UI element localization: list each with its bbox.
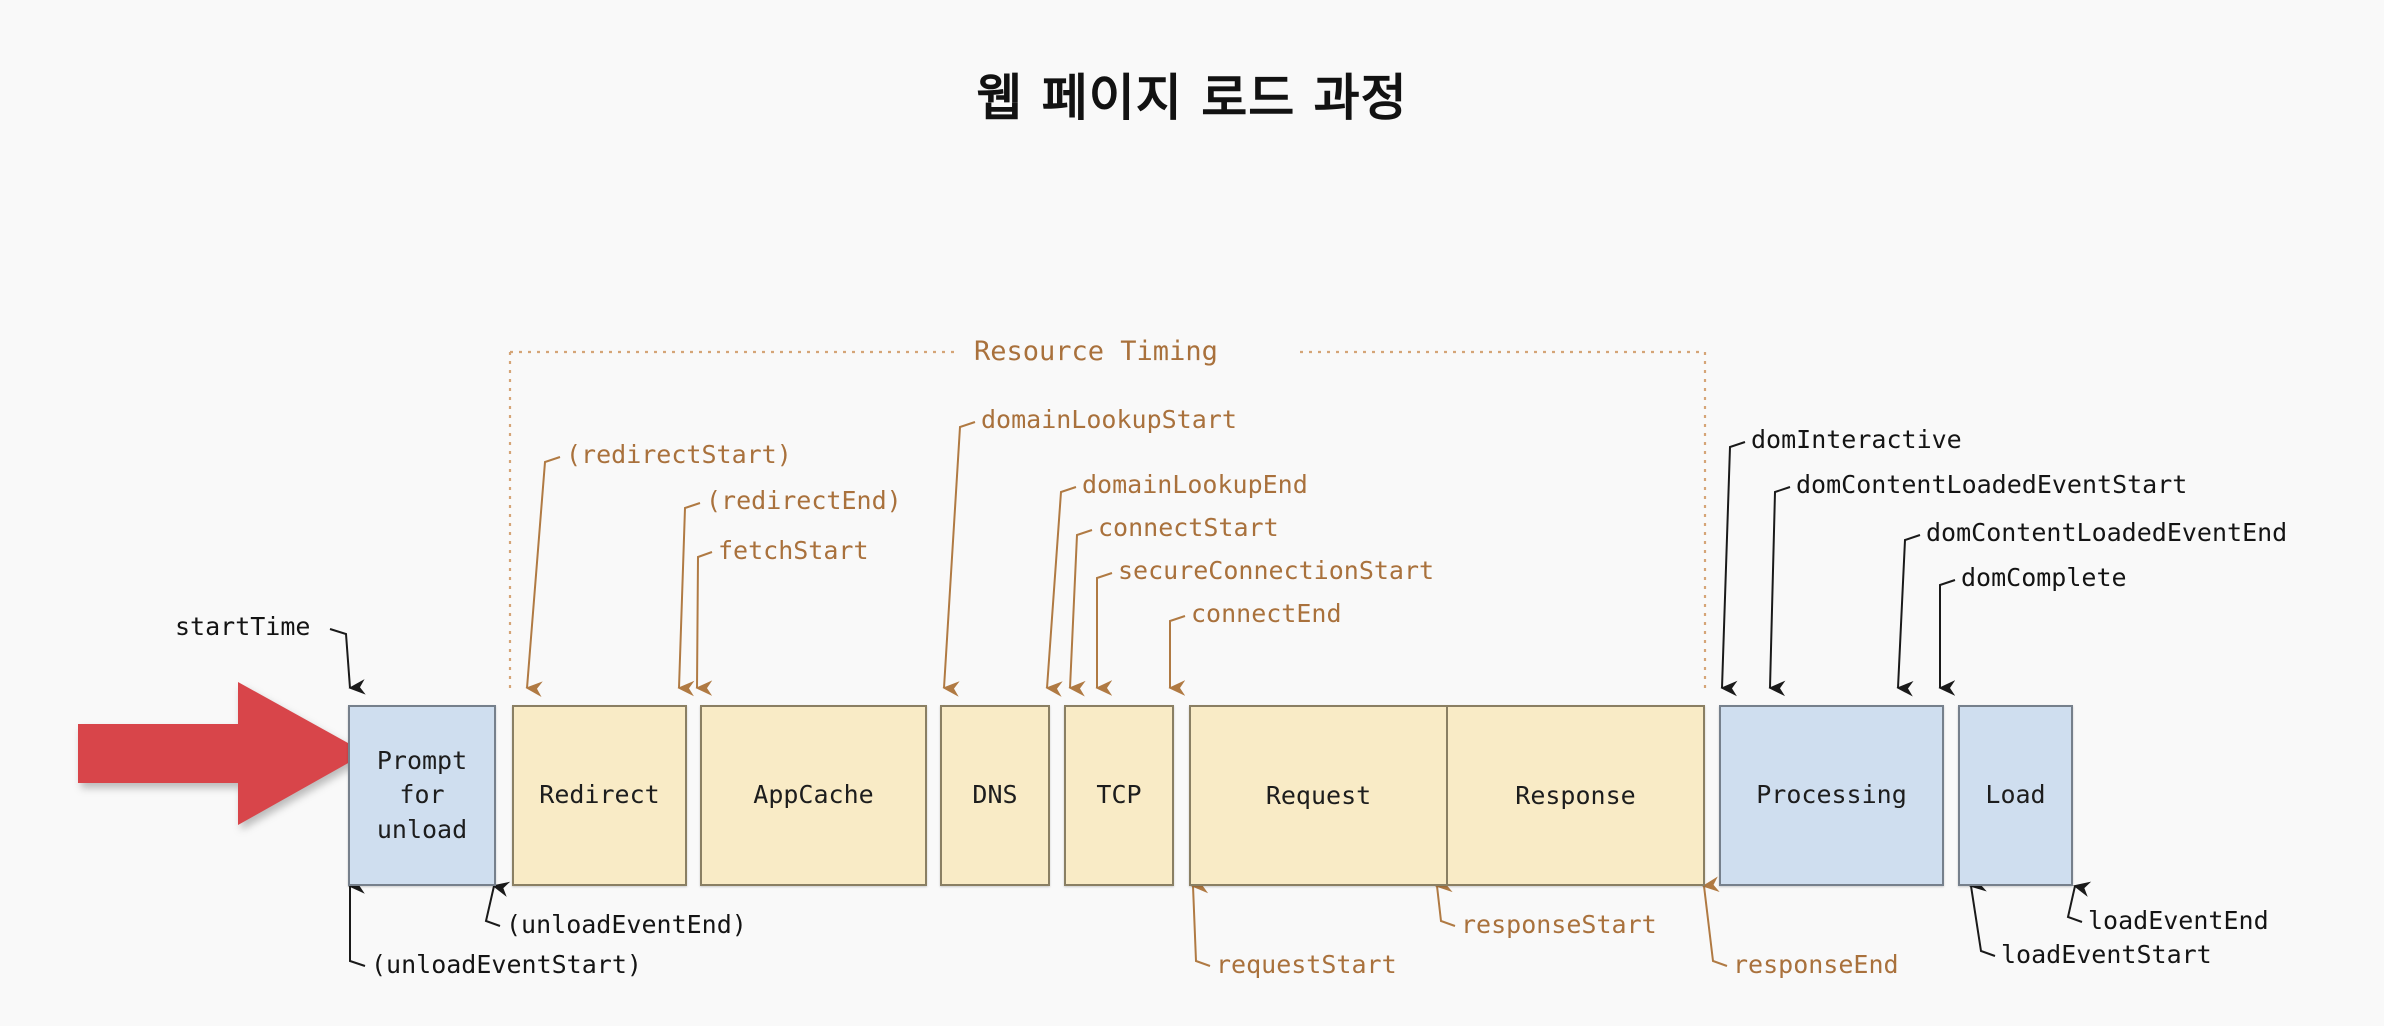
- marker-label-unload-event-start: (unloadEventStart): [371, 950, 642, 979]
- marker-label-load-event-start: loadEventStart: [2001, 940, 2212, 969]
- red-pointer-arrow: [78, 682, 366, 825]
- phase-label: Request: [1265, 781, 1372, 810]
- marker-label-load-event-end: loadEventEnd: [2088, 906, 2269, 935]
- phase-label-line1: Prompt: [376, 745, 468, 775]
- phase-label-line2: for: [399, 780, 445, 810]
- marker-label-unload-event-end: (unloadEventEnd): [506, 910, 747, 939]
- page-title: 웹 페이지 로드 과정: [976, 69, 1408, 127]
- phase-box-load[interactable]: Load: [1958, 705, 2073, 886]
- marker-label-domain-lookup-end: domainLookupEnd: [1082, 470, 1308, 499]
- phase-box-tcp[interactable]: TCP: [1064, 705, 1174, 886]
- marker-label-connect-end: connectEnd: [1191, 599, 1342, 628]
- phase-box-response[interactable]: Response: [1446, 707, 1703, 884]
- marker-label-domain-lookup-start: domainLookupStart: [981, 405, 1237, 434]
- marker-label-redirect-start: (redirectStart): [566, 440, 792, 469]
- marker-label-dom-content-loaded-event-end: domContentLoadedEventEnd: [1926, 518, 2288, 547]
- phase-label: Response: [1515, 781, 1636, 810]
- marker-label-start-time: startTime: [175, 612, 311, 641]
- marker-label-response-end: responseEnd: [1733, 950, 1899, 979]
- phase-label: AppCache: [753, 780, 874, 810]
- phase-box-redirect[interactable]: Redirect: [512, 705, 687, 886]
- marker-label-secure-connection-start: secureConnectionStart: [1118, 556, 1435, 585]
- phase-label-line3: unload: [376, 814, 468, 844]
- phase-label: Load: [1985, 780, 2046, 810]
- phase-box-appcache[interactable]: AppCache: [700, 705, 927, 886]
- marker-label-connect-start: connectStart: [1098, 513, 1279, 542]
- marker-label-dom-interactive: domInteractive: [1751, 425, 1962, 454]
- marker-label-dom-content-loaded-event-start: domContentLoadedEventStart: [1796, 470, 2188, 499]
- marker-label-redirect-end: (redirectEnd): [706, 486, 902, 515]
- phase-label: TCP: [1096, 780, 1142, 810]
- phase-label: DNS: [972, 780, 1018, 810]
- marker-label-fetch-start: fetchStart: [718, 536, 869, 565]
- phase-box-prompt-for-unload[interactable]: Prompt for unload: [348, 705, 496, 886]
- marker-label-response-start: responseStart: [1461, 910, 1657, 939]
- phase-box-request-response: Request Response: [1189, 705, 1705, 886]
- resource-timing-title: Resource Timing: [960, 336, 1232, 367]
- phase-label: Redirect: [539, 780, 660, 810]
- phase-box-request[interactable]: Request: [1191, 707, 1446, 884]
- marker-label-dom-complete: domComplete: [1961, 563, 2127, 592]
- phase-box-dns[interactable]: DNS: [940, 705, 1050, 886]
- phase-box-processing[interactable]: Processing: [1719, 705, 1944, 886]
- phase-label: Processing: [1756, 780, 1907, 810]
- marker-label-request-start: requestStart: [1216, 950, 1397, 979]
